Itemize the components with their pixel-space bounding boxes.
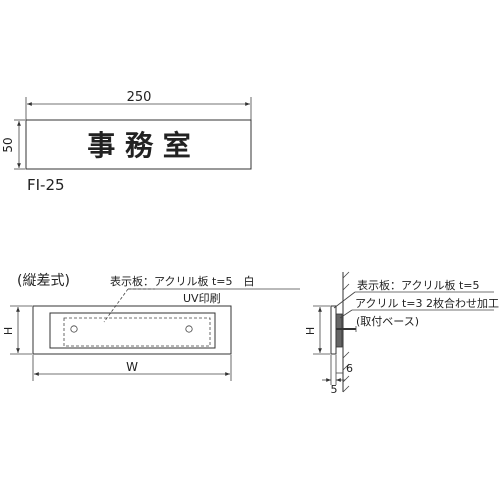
side-display-plate <box>330 305 337 355</box>
sign-plate <box>25 119 252 170</box>
width-dimension-label: 250 <box>127 90 152 105</box>
display-plate <box>49 312 216 349</box>
sign-text: 事 務 室 <box>87 129 191 162</box>
wall-hatching <box>342 271 350 393</box>
model-number: FI-25 <box>27 176 65 194</box>
side-callout-base-material: アクリル t=3 2枚合わせ加工 <box>355 296 499 310</box>
side-h-label: H <box>304 327 317 335</box>
screw-hole-right <box>185 325 193 333</box>
front-callout-material: 表示板：アクリル板 t=5 白 <box>110 274 254 288</box>
front-w-label: W <box>126 360 138 374</box>
mount-type-title: (縦差式) <box>17 273 70 289</box>
side-callout-leader-2d <box>339 309 353 319</box>
front-view: (縦差式) 表示板：アクリル板 t=5 白 UV印刷 H W <box>2 273 300 381</box>
screw-hole-left <box>70 325 78 333</box>
side-dim-6-label: 6 <box>346 362 353 375</box>
mounting-base <box>32 305 232 355</box>
side-mounting-base <box>335 313 343 348</box>
side-callout-material: 表示板：アクリル板 t=5 <box>357 278 479 292</box>
side-callout-base: (取付ベース) <box>356 315 419 328</box>
side-callout-leader-1d <box>333 291 356 309</box>
height-dimension-label: 50 <box>1 137 15 152</box>
print-area <box>63 317 211 347</box>
sign-plate-view: 250 50 事 務 室 FI-25 <box>1 90 252 194</box>
front-h-label: H <box>2 327 15 335</box>
front-callout-print: UV印刷 <box>183 292 221 305</box>
side-dim-5-label: 5 <box>331 383 338 396</box>
side-view: 表示板：アクリル板 t=5 アクリル t=3 2枚合わせ加工 (取付ベース) H… <box>304 271 499 396</box>
